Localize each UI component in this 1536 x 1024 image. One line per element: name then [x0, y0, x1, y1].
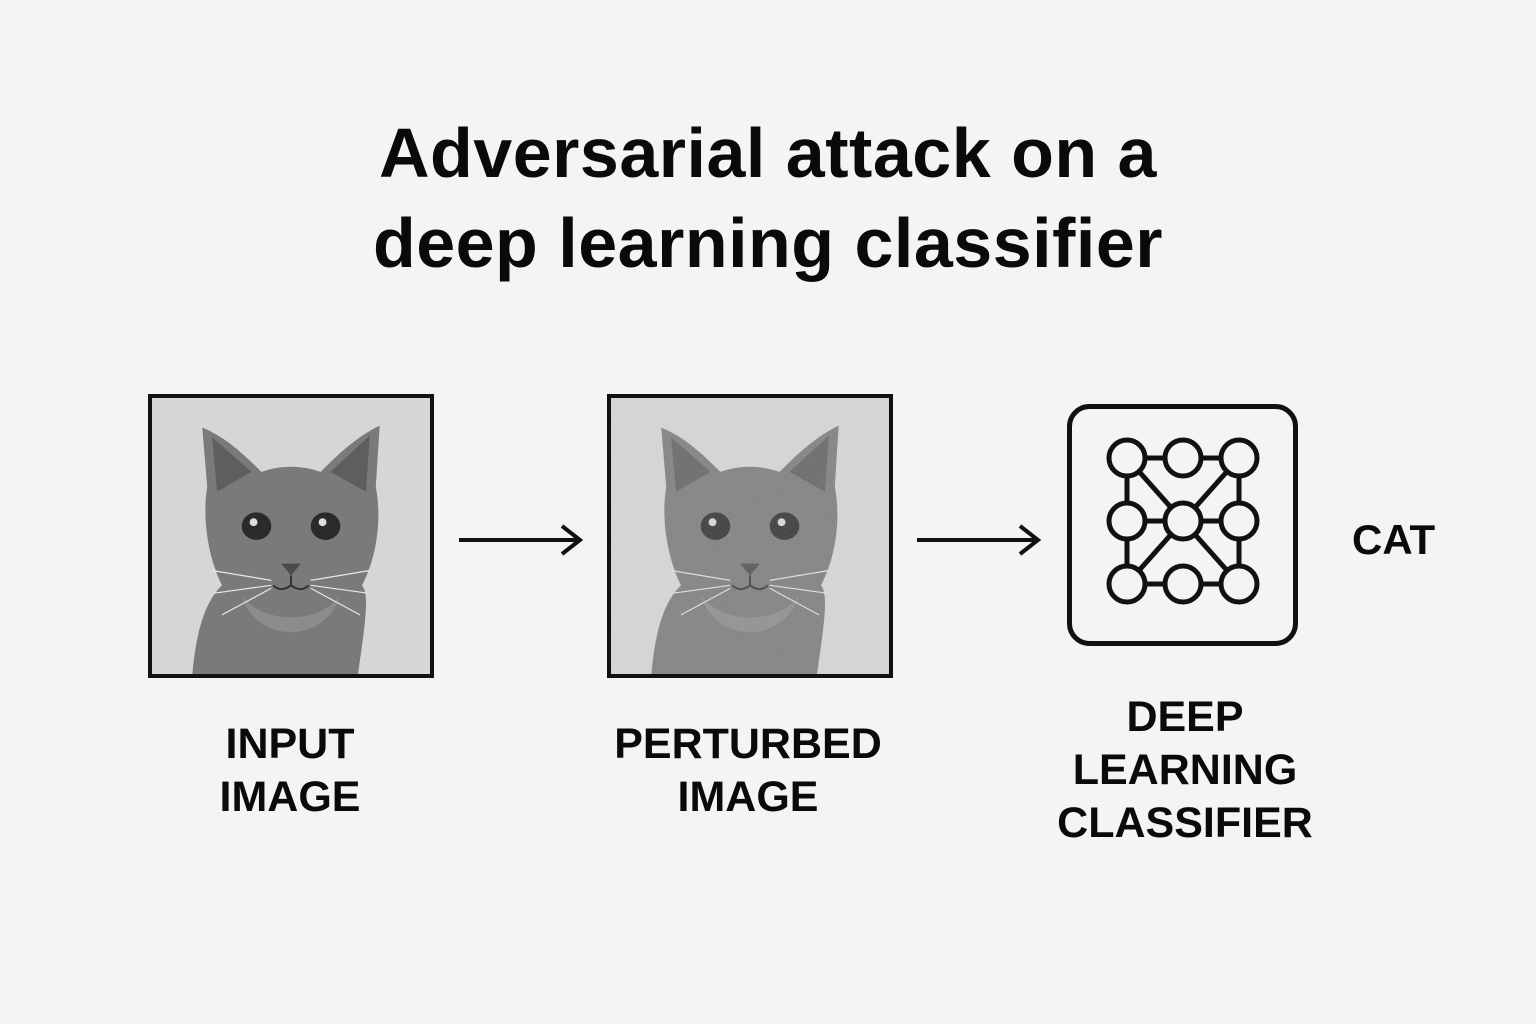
label-line: IMAGE — [677, 773, 819, 821]
noisy-cat-photo-icon — [612, 398, 888, 674]
neural-network-icon — [1067, 404, 1298, 646]
diagram-title: Adversarial attack on a deep learning cl… — [0, 108, 1536, 288]
classifier-label: DEEP LEARNING CLASSIFIER — [1005, 691, 1365, 850]
perturbed-image-label: PERTURBED IMAGE — [568, 718, 928, 824]
label-line: LEARNING — [1072, 746, 1298, 794]
input-image-label: INPUT IMAGE — [110, 718, 470, 824]
label-line: DEEP — [1126, 693, 1244, 741]
title-line-1: Adversarial attack on a — [379, 114, 1157, 192]
label-line: IMAGE — [219, 773, 361, 821]
cat-photo-icon — [153, 398, 429, 674]
label-line: CLASSIFIER — [1057, 799, 1313, 847]
input-image — [148, 394, 434, 678]
label-line: INPUT — [225, 720, 355, 768]
arrow-icon — [459, 524, 584, 556]
arrow-icon — [917, 524, 1042, 556]
classifier-output: CAT — [1352, 516, 1436, 563]
title-line-2: deep learning classifier — [372, 204, 1164, 282]
perturbed-image — [607, 394, 893, 678]
label-line: PERTURBED — [614, 720, 882, 768]
